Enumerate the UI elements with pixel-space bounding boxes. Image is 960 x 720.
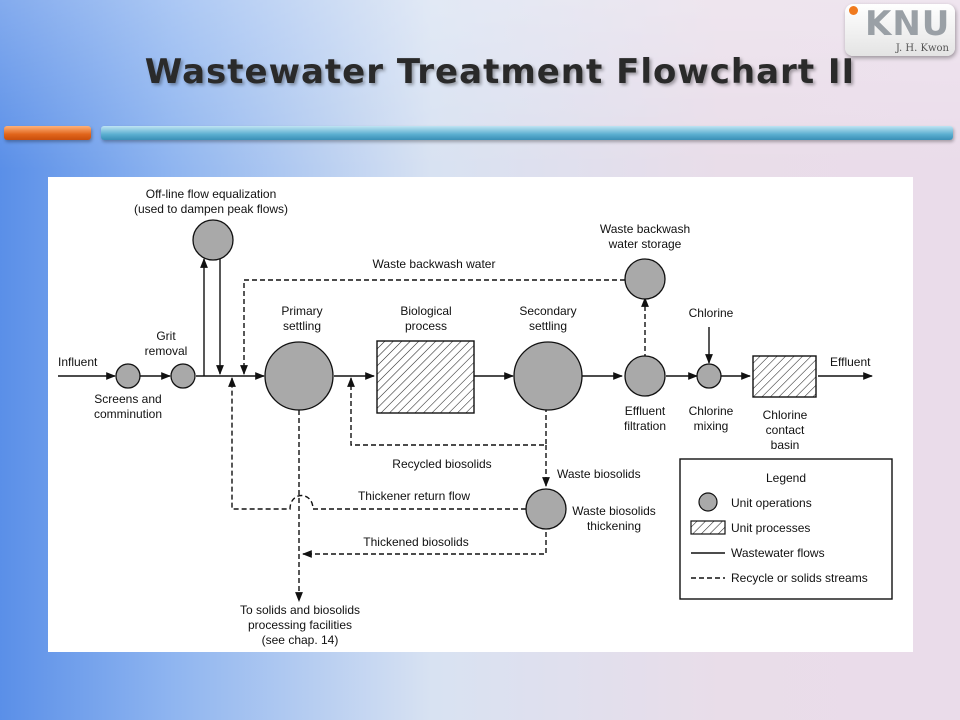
label-waste-backwash-water: Waste backwash water	[373, 257, 496, 271]
backwash-storage-node	[624, 258, 666, 300]
label-contact-3: basin	[771, 438, 800, 452]
accent-bar-blue	[101, 126, 953, 140]
filtration-node	[624, 355, 666, 397]
chlorine-mixing-node	[696, 363, 722, 389]
flow-thickened-biosolids	[302, 532, 547, 558]
flowchart-figure: Legend Unit operations Unit processes Wa…	[48, 177, 913, 652]
legend-title: Legend	[766, 471, 806, 485]
flow-backwash-return	[240, 279, 625, 375]
contact-basin-box	[752, 355, 817, 398]
logo-dot-icon	[849, 6, 858, 15]
label-mixing-1: Chlorine	[689, 404, 734, 418]
label-thickening-2: thickening	[587, 519, 641, 533]
logo-text: KNU	[865, 4, 951, 44]
legend: Legend Unit operations Unit processes Wa…	[679, 458, 893, 600]
legend-circle-icon	[698, 492, 718, 512]
label-thickened-biosolids: Thickened biosolids	[363, 535, 468, 549]
label-screens-1: Screens and	[94, 392, 161, 406]
label-bio-1: Biological	[400, 304, 451, 318]
label-chlorine: Chlorine	[689, 306, 734, 320]
label-solids-1: To solids and biosolids	[240, 603, 360, 617]
primary-settling-node	[264, 341, 334, 411]
slide-title: Wastewater Treatment Flowchart II	[144, 52, 856, 92]
label-bio-2: process	[405, 319, 447, 333]
legend-item-recycle-streams: Recycle or solids streams	[731, 571, 868, 585]
label-screens-2: comminution	[94, 407, 162, 421]
flow-thickener-return	[228, 377, 526, 510]
legend-item-unit-operations: Unit operations	[731, 496, 812, 510]
label-primary-2: settling	[283, 319, 321, 333]
label-filtration-2: filtration	[624, 419, 666, 433]
label-recycled-biosolids: Recycled biosolids	[392, 457, 491, 471]
legend-item-unit-processes: Unit processes	[731, 521, 810, 535]
screens-node	[115, 363, 141, 389]
label-backwash-storage-2: water storage	[608, 237, 682, 251]
label-effluent: Effluent	[830, 355, 871, 369]
secondary-settling-node	[513, 341, 583, 411]
label-solids-2: processing facilities	[248, 618, 352, 632]
label-flow-equalization-2: (used to dampen peak flows)	[134, 202, 288, 216]
label-secondary-2: settling	[529, 319, 567, 333]
label-secondary-1: Secondary	[519, 304, 576, 318]
label-contact-2: contact	[766, 423, 805, 437]
label-thickening-1: Waste biosolids	[572, 504, 656, 518]
grit-node	[170, 363, 196, 389]
equalization-node	[192, 219, 234, 261]
biological-process-box	[376, 340, 475, 414]
legend-hatch-icon	[690, 520, 726, 535]
label-influent: Influent	[58, 355, 98, 369]
label-backwash-storage-1: Waste backwash	[600, 222, 690, 236]
label-thickener-return: Thickener return flow	[358, 489, 470, 503]
flowchart-svg: Legend Unit operations Unit processes Wa…	[58, 187, 893, 647]
label-flow-equalization-1: Off-line flow equalization	[146, 187, 277, 201]
logo-author: J. H. Kwon	[895, 43, 949, 54]
label-waste-biosolids: Waste biosolids	[557, 467, 641, 481]
label-grit-2: removal	[145, 344, 188, 358]
label-mixing-2: mixing	[694, 419, 729, 433]
flow-recycled-biosolids	[347, 377, 547, 446]
label-filtration-1: Effluent	[625, 404, 666, 418]
label-solids-3: (see chap. 14)	[262, 633, 339, 647]
label-contact-1: Chlorine	[763, 408, 808, 422]
label-grit-1: Grit	[156, 329, 176, 343]
thickening-node	[525, 488, 567, 530]
knu-logo: KNU J. H. Kwon	[845, 4, 955, 56]
header-fade	[0, 0, 960, 170]
label-primary-1: Primary	[281, 304, 322, 318]
accent-bar-orange	[4, 126, 91, 140]
legend-item-wastewater-flows: Wastewater flows	[731, 546, 825, 560]
